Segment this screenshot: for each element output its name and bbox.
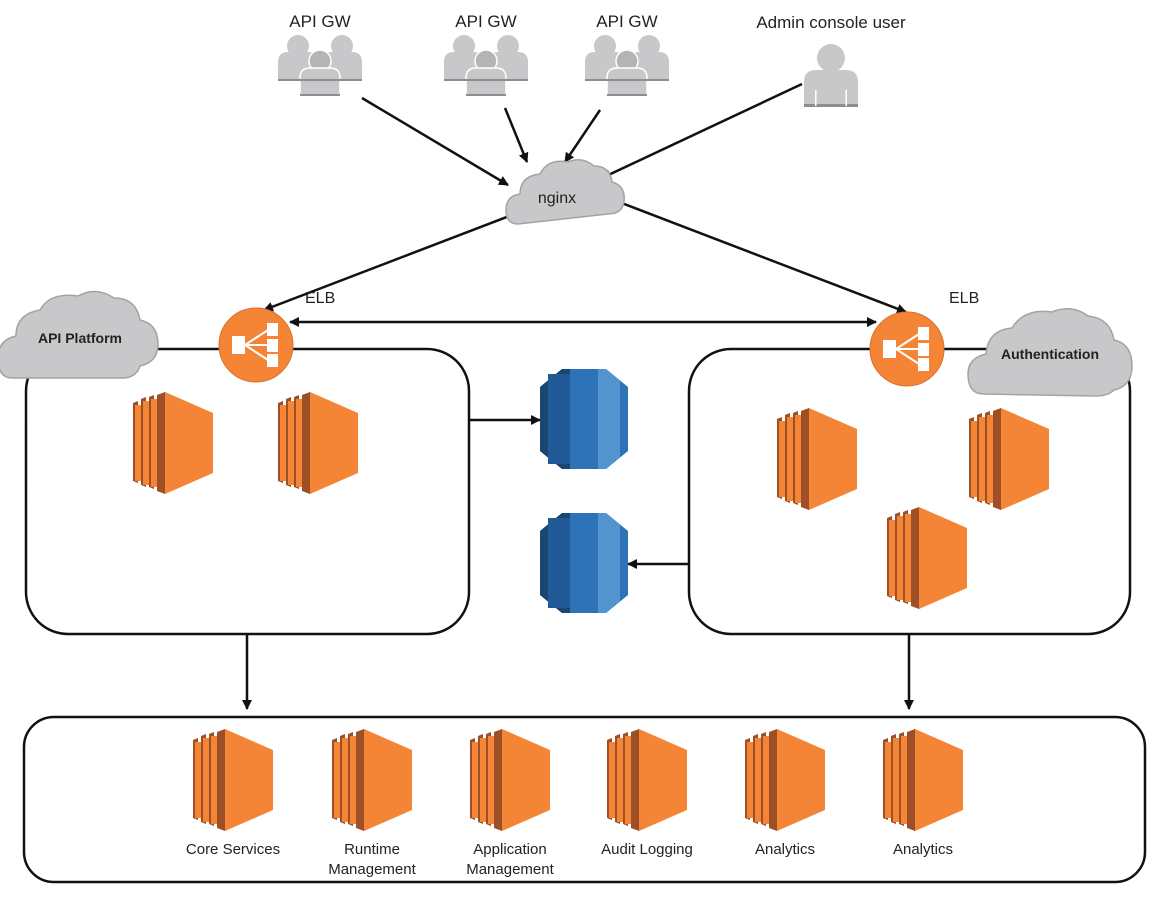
api-platform-label-cloud: API Platform [0, 290, 159, 379]
cloud-icon [505, 159, 625, 225]
service-application-management: Application Management [466, 729, 555, 878]
ec2-instance-icon [883, 729, 963, 831]
cluster-label: Authentication [1001, 346, 1099, 362]
client-label: Admin console user [756, 13, 906, 32]
client-label: API GW [289, 12, 350, 31]
ec2-instance-icon [607, 729, 687, 831]
user-group-icon [277, 34, 363, 97]
nginx-label: nginx [538, 190, 576, 207]
load-balancer-icon [218, 307, 294, 383]
service-analytics-1: Analytics [745, 729, 825, 858]
service-label: Runtime [344, 841, 400, 858]
ec2-instance-icon [470, 729, 550, 831]
edge-apigw3-nginx [563, 109, 602, 163]
ec2-instance-icon [193, 729, 273, 831]
elb-label: ELB [949, 290, 979, 307]
ec2-instance-icon [332, 729, 412, 831]
edge-admin-nginx [601, 82, 803, 180]
client-apigw-1: API GW [277, 12, 363, 97]
ec2-instance-icon [887, 507, 967, 609]
database-icon [540, 513, 628, 613]
ec2-instance-icon [278, 392, 358, 494]
service-label: Core Services [186, 841, 280, 858]
service-audit-logging: Audit Logging [601, 729, 693, 858]
ec2-instance-icon [969, 408, 1049, 510]
service-runtime-management: Runtime Management [328, 729, 417, 878]
client-apigw-2: API GW [443, 12, 529, 97]
edge-nginx-elb-right [605, 195, 907, 314]
ec2-instance-icon [745, 729, 825, 831]
service-label-line2: Management [328, 861, 416, 878]
edge-nginx-elb-left [263, 213, 513, 312]
ec2-instance-icon [777, 408, 857, 510]
service-core-services: Core Services [186, 729, 280, 858]
nginx-node: nginx [505, 159, 625, 225]
cluster-label: API Platform [38, 330, 122, 346]
service-analytics-2: Analytics [883, 729, 963, 858]
ec2-instance-icon [133, 392, 213, 494]
client-apigw-3: API GW [584, 12, 670, 97]
cloud-icon [0, 290, 159, 379]
api-platform-container [24, 347, 471, 636]
client-label: API GW [455, 12, 516, 31]
edge-apigw1-nginx [361, 96, 509, 187]
client-admin-console-user: Admin console user [756, 13, 906, 107]
edge-apigw2-nginx [503, 107, 529, 163]
services-container [22, 715, 1147, 884]
elb-label: ELB [305, 290, 335, 307]
elb-right: ELB [869, 290, 979, 387]
service-label-line2: Management [466, 861, 554, 878]
client-label: API GW [596, 12, 657, 31]
service-label: Analytics [755, 841, 815, 858]
service-label: Analytics [893, 841, 953, 858]
connectors [242, 82, 914, 710]
service-label: Audit Logging [601, 841, 693, 858]
user-group-icon [443, 34, 529, 97]
load-balancer-icon [869, 311, 945, 387]
database-icon [540, 369, 628, 469]
cloud-icon [967, 308, 1133, 397]
user-group-icon [584, 34, 670, 97]
authentication-label-cloud: Authentication [967, 308, 1133, 397]
service-label: Application [473, 841, 546, 858]
elb-left: ELB [218, 290, 335, 383]
user-icon [804, 44, 858, 107]
